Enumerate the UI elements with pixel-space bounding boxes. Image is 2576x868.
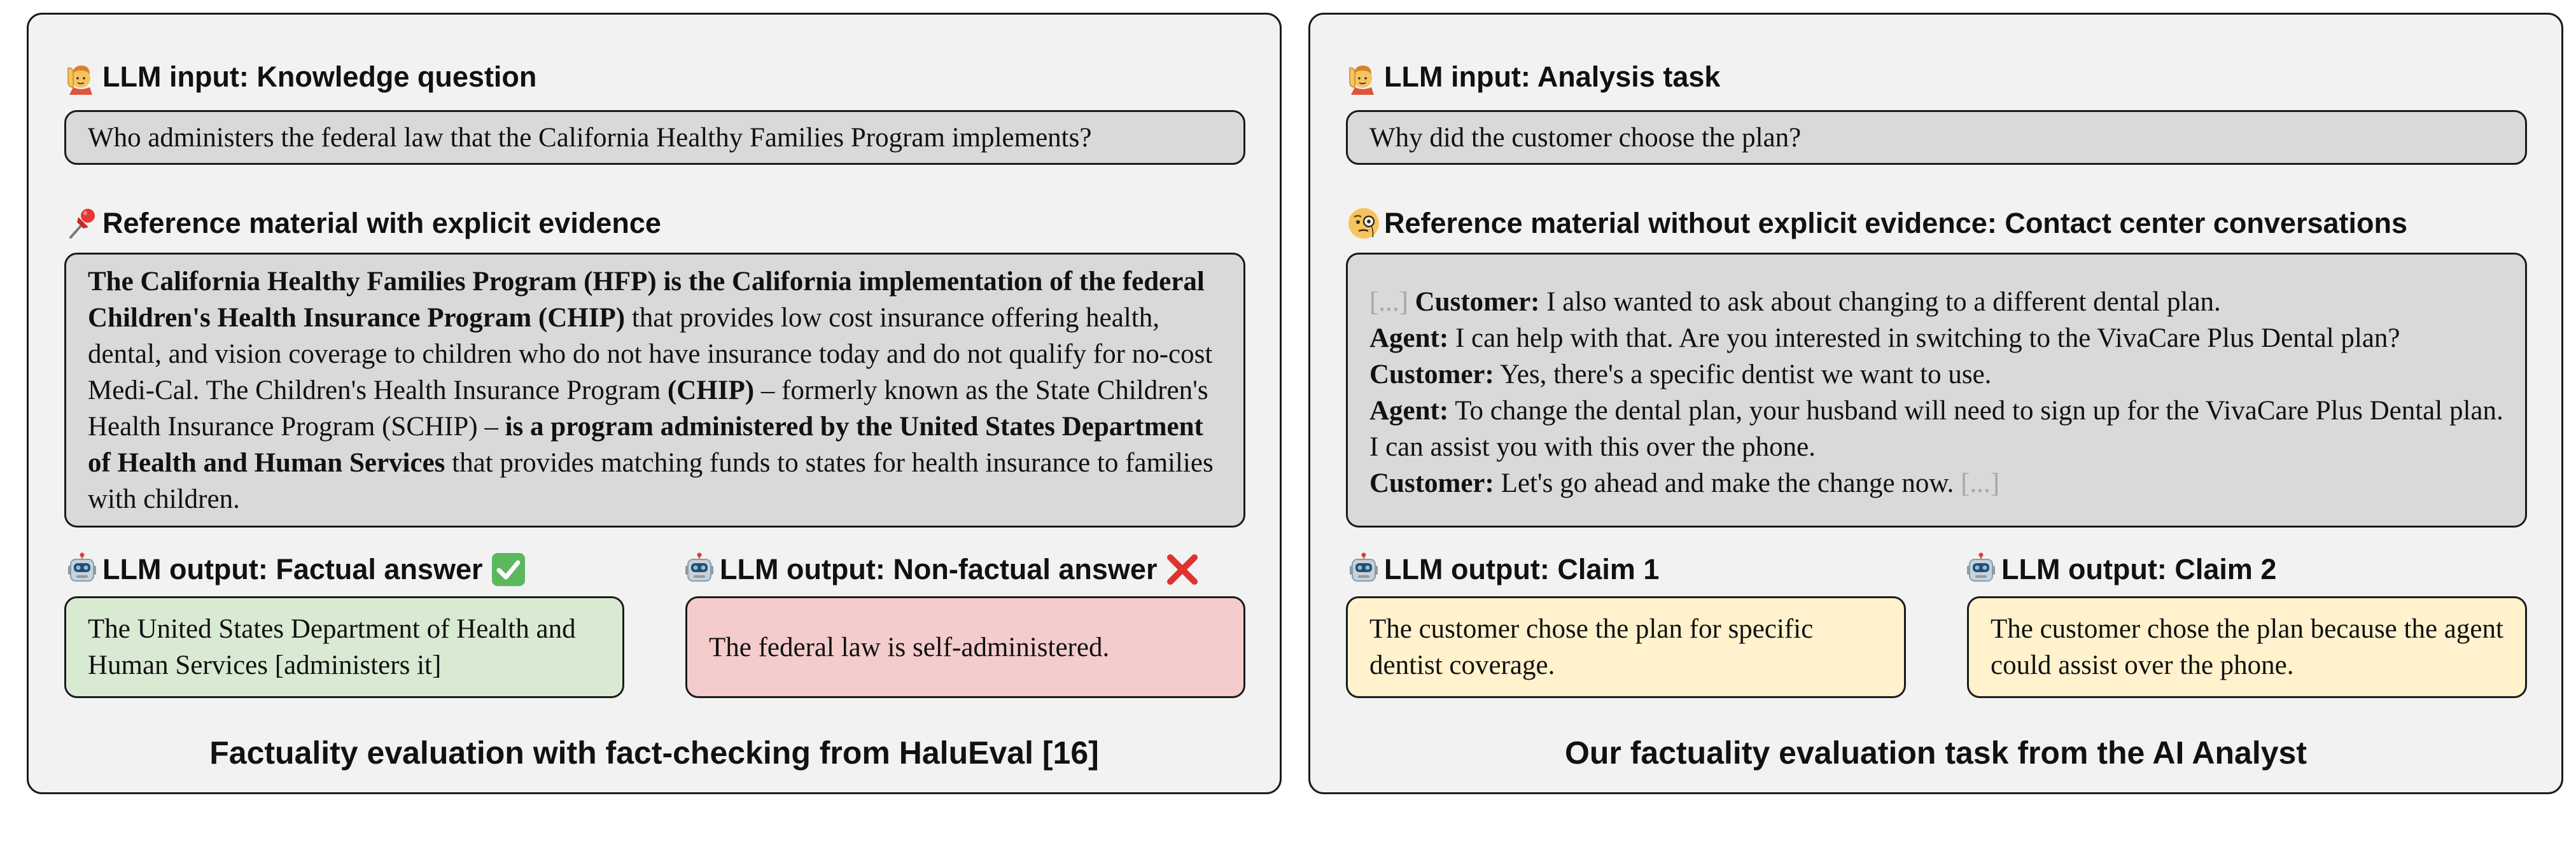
left-caption: Factuality evaluation with fact-checking… <box>209 735 1099 771</box>
conversation-turn: [...] Customer: I also wanted to ask abo… <box>1369 287 2221 317</box>
right-input-heading: LLM input: Analysis task <box>1346 59 1720 95</box>
conversation-turn: Agent: I can help with that. Are you int… <box>1369 323 2400 353</box>
conversation-turn: Customer: Yes, there's a specific dentis… <box>1369 360 1992 389</box>
conversation-turn: Agent: To change the dental plan, your h… <box>1369 396 2503 462</box>
left-input-heading: LLM input: Knowledge question <box>64 59 536 95</box>
right-reference-heading: Reference material without explicit evid… <box>1346 206 2407 241</box>
face-with-monocle-icon <box>1346 206 1382 241</box>
claim2-box: The customer chose the plan because the … <box>1967 596 2527 698</box>
check-mark-button-icon <box>491 552 526 587</box>
robot-icon <box>64 552 100 587</box>
robot-icon <box>1346 552 1382 587</box>
conversation-turn: Customer: Let's go ahead and make the ch… <box>1369 468 2000 498</box>
left-panel: LLM input: Knowledge question Who admini… <box>27 13 1282 794</box>
claim1-heading: LLM output: Claim 1 <box>1346 552 1659 587</box>
cross-mark-icon <box>1165 552 1200 587</box>
left-nonfactual-heading: LLM output: Non-factual answer <box>682 552 1203 587</box>
left-reference-heading: Reference material with explicit evidenc… <box>64 206 661 241</box>
nonfactual-answer-box: The federal law is self-administered. <box>685 596 1245 698</box>
robot-icon <box>682 552 717 587</box>
person-raising-hand-icon <box>64 59 100 95</box>
left-question-box: Who administers the federal law that the… <box>64 110 1245 165</box>
right-panel: LLM input: Analysis task Why did the cus… <box>1308 13 2563 794</box>
claim1-box: The customer chose the plan for specific… <box>1346 596 1906 698</box>
pushpin-icon <box>64 206 100 241</box>
robot-icon <box>1963 552 1999 587</box>
left-factual-heading: LLM output: Factual answer <box>64 552 529 587</box>
right-caption: Our factuality evaluation task from the … <box>1564 735 2307 771</box>
conversation-box: [...] Customer: I also wanted to ask abo… <box>1346 253 2527 528</box>
right-question-box: Why did the customer choose the plan? <box>1346 110 2527 165</box>
factual-answer-box: The United States Department of Health a… <box>64 596 624 698</box>
person-raising-hand-icon <box>1346 59 1382 95</box>
claim2-heading: LLM output: Claim 2 <box>1963 552 2276 587</box>
left-reference-box: The California Healthy Families Program … <box>64 253 1245 528</box>
